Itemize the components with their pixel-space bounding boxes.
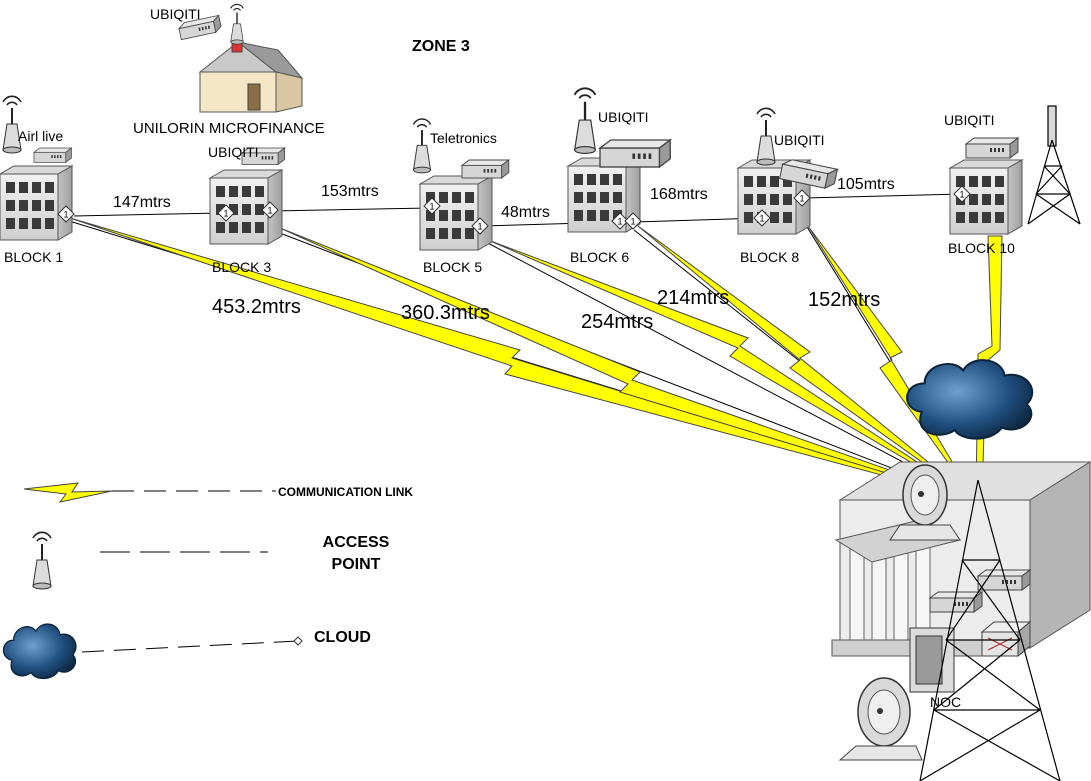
distance-block6-noc: 214mtrs (657, 287, 730, 309)
port-icon: 1 (217, 204, 235, 222)
block6-device-label: UBIQITI (598, 109, 649, 125)
access-point-icon (573, 87, 597, 155)
noc-datacenter (831, 461, 1091, 781)
block5-device-label: Teletronics (430, 130, 497, 146)
satellite-dish-icon (838, 677, 923, 761)
port-icon: 1 (423, 197, 441, 215)
port-number: 1 (759, 214, 764, 224)
microfinance-device-label: UBIQITI (150, 6, 201, 22)
microfinance-label: UNILORIN MICROFINANCE (133, 120, 325, 137)
port-number: 1 (630, 217, 635, 227)
port-icon: 1 (793, 189, 811, 207)
port-number: 1 (799, 194, 804, 204)
radio-device-icon (965, 137, 1019, 159)
radio-device-icon (33, 147, 72, 163)
zone-title: ZONE 3 (412, 38, 470, 55)
port-number: 1 (63, 210, 68, 220)
lightning-bolt-icon (23, 482, 113, 503)
access-point-icon (229, 3, 245, 45)
access-point-icon (756, 107, 776, 166)
distance-block6-block8: 168mtrs (650, 186, 708, 203)
block6-label: BLOCK 6 (570, 249, 630, 265)
wired-link-block1-block3 (73, 212, 223, 217)
distance-block1-noc: 453.2mtrs (212, 296, 301, 318)
radio-device-icon (599, 139, 671, 168)
building-block1 (0, 165, 73, 241)
cloud-icon (2, 623, 77, 680)
legend-access-point-label: ACCESS POINT (322, 534, 390, 573)
block3-label: BLOCK 3 (212, 259, 272, 275)
thin-link-block5 (481, 239, 976, 501)
block3-device-label: UBIQITI (208, 144, 259, 160)
cloud-icon (906, 359, 1034, 440)
distance-block3-noc: 360.3mtrs (401, 302, 490, 324)
block10-label: BLOCK 10 (948, 240, 1015, 256)
lightning-bolt-block6 (637, 225, 976, 501)
block5-label: BLOCK 5 (423, 259, 483, 275)
access-point-icon (412, 118, 432, 174)
legend-cloud (2, 623, 303, 680)
port-icon: 1 (261, 201, 279, 219)
noc-label: NOC (930, 694, 962, 710)
distance-block5-noc: 254mtrs (581, 311, 654, 333)
distance-block3-block5: 153mtrs (321, 183, 379, 200)
port-icon: 1 (611, 212, 629, 230)
block10-device-label: UBIQITI (944, 112, 995, 128)
port-number: 1 (959, 190, 964, 200)
distance-block1-block3: 147mtrs (113, 194, 171, 211)
port-number: 1 (617, 217, 622, 227)
port-icon: 1 (57, 205, 75, 223)
microfinance-house-icon (198, 39, 304, 113)
legend-communication-link (23, 482, 276, 503)
access-point-icon (2, 95, 22, 154)
port-icon: 1 (471, 217, 489, 235)
radio-tower-icon (1027, 105, 1081, 225)
firewall-icon (980, 620, 1032, 658)
lightning-bolt-block3 (279, 227, 976, 501)
block1-label: BLOCK 1 (4, 249, 64, 265)
distance-block8-noc: 152mtrs (808, 289, 881, 311)
wired-link-block3-block5 (271, 207, 431, 212)
port-icon: 1 (953, 185, 971, 203)
radio-tower-icon (919, 479, 1061, 781)
port-icon: 1 (753, 209, 771, 227)
legend-cloud-label: CLOUD (314, 629, 371, 646)
port-icon: 1 (624, 212, 642, 230)
block8-label: BLOCK 8 (740, 249, 800, 265)
port-number: 1 (223, 209, 228, 219)
wired-link-block8-block10 (803, 193, 963, 199)
legend-access-point (32, 531, 268, 590)
radio-device-icon (461, 159, 510, 179)
port-number: 1 (477, 222, 482, 232)
satellite-dish-icon (889, 464, 961, 541)
port-number: 1 (429, 202, 434, 212)
wireless-links (69, 217, 1003, 501)
block1-device-label: Airl live (18, 128, 64, 144)
access-point-icon (32, 531, 52, 590)
legend-communication-link-label: COMMUNICATION LINK (278, 485, 414, 499)
port-number: 1 (267, 206, 272, 216)
distance-block8-block10: 105mtrs (837, 176, 895, 193)
distance-block5-block6: 48mtrs (501, 204, 550, 221)
block8-device-label: UBIQITI (774, 132, 825, 148)
